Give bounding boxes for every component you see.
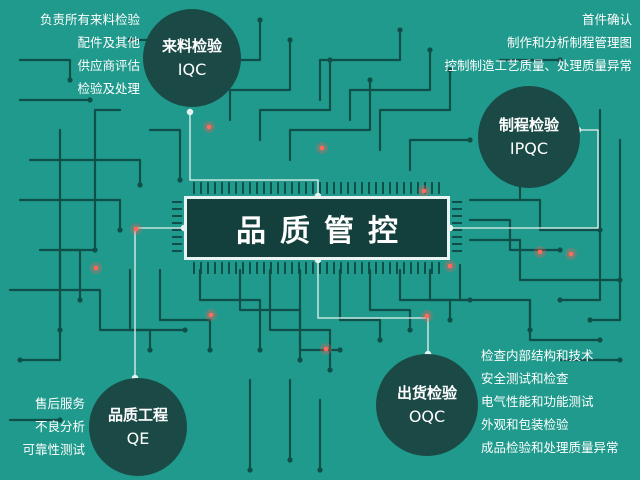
qe-line: 不良分析 [34,419,85,434]
oqc-line: 外观和包装检验 [481,417,569,432]
circuit-vias [17,17,623,473]
iqc-abbr: IQC [177,60,207,79]
ipqc-line: 首件确认 [581,12,632,27]
oqc-node: 出货检验 OQC [376,354,478,456]
iqc-line: 负责所有来料检验 [39,12,140,27]
chip-pins [172,182,462,274]
iqc-line: 检验及处理 [77,81,140,96]
iqc-line: 供应商评估 [77,58,140,73]
oqc-line: 安全测试和检查 [481,371,569,386]
qe-abbr: QE [126,429,150,448]
ipqc-title: 制程检验 [498,116,559,134]
ipqc-line: 制作和分析制程管理图 [506,35,632,50]
quality-control-chip: 品质管控 [184,196,450,260]
iqc-description: 负责所有来料检验 配件及其他 供应商评估 检验及处理 [40,8,140,100]
oqc-line: 检查内部结构和技术 [481,348,594,363]
qe-node: 品质工程 QE [89,378,187,476]
qe-line: 售后服务 [34,396,85,411]
iqc-line: 配件及其他 [77,35,140,50]
oqc-line: 成品检验和处理质量异常 [481,440,619,455]
ipqc-abbr: IPQC [509,139,549,158]
circuit-traces [8,18,622,472]
iqc-node: 来料检验 IQC [143,9,241,107]
oqc-abbr: OQC [408,407,446,426]
qe-line: 可靠性测试 [22,442,85,457]
center-title: 品质管控 [236,214,412,249]
qe-description: 售后服务 不良分析 可靠性测试 [22,392,85,461]
ipqc-description: 首件确认 制作和分析制程管理图 控制制造工艺质量、处理质量异常 [444,8,632,77]
qe-title: 品质工程 [107,406,168,424]
ipqc-node: 制程检验 IPQC [478,86,580,188]
oqc-title: 出货检验 [396,384,457,402]
oqc-description: 检查内部结构和技术 安全测试和检查 电气性能和功能测试 外观和包装检验 成品检验… [481,344,619,459]
iqc-title: 来料检验 [161,37,222,55]
oqc-line: 电气性能和功能测试 [481,394,594,409]
glowing-leds [90,121,577,355]
ipqc-line: 控制制造工艺质量、处理质量异常 [444,58,632,73]
